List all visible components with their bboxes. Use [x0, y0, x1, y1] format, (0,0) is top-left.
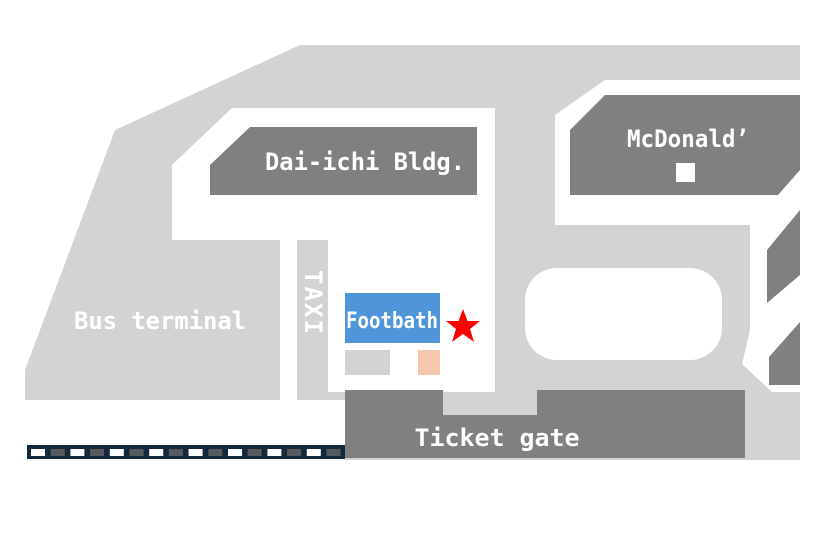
railway-tie: [287, 449, 302, 456]
railway-tie: [168, 449, 183, 456]
railway-tie: [109, 449, 124, 456]
ticket-gate-label: Ticket gate: [415, 424, 580, 452]
peach-facility: [418, 350, 440, 375]
railway-tie: [90, 449, 105, 456]
railway-tie: [50, 449, 65, 456]
railway-tie: [31, 449, 45, 456]
railway-tie: [267, 449, 282, 456]
mcdonalds-building: [570, 95, 800, 195]
railway-tie: [247, 449, 262, 456]
mcdonalds-label: McDonald’: [627, 125, 749, 153]
railway-tie: [149, 449, 164, 456]
footbath-area: [345, 293, 440, 343]
bus-terminal-label: Bus terminal: [74, 307, 246, 335]
east-building-1: [767, 210, 800, 303]
railway-tie: [228, 449, 242, 456]
ticket-gate-building: [345, 390, 745, 458]
railway-tie: [188, 449, 203, 456]
gray-facility: [345, 350, 390, 375]
taxi-label: TAXI: [299, 270, 327, 336]
mcdonalds-entrance-marker: [676, 163, 695, 182]
railway-tie: [70, 449, 85, 456]
railway-tie: [129, 449, 144, 456]
dai-ichi-label: Dai-ichi Bldg.: [265, 148, 465, 176]
roundabout-center: [525, 268, 722, 360]
east-building-2: [769, 322, 800, 385]
railway-tie: [208, 449, 223, 456]
railway-tie: [326, 449, 341, 456]
railway-tie: [306, 449, 321, 456]
railway-track: [27, 445, 345, 459]
star-icon: [446, 309, 480, 342]
dai-ichi-building: [210, 127, 477, 195]
footbath-label: Footbath: [346, 309, 438, 334]
